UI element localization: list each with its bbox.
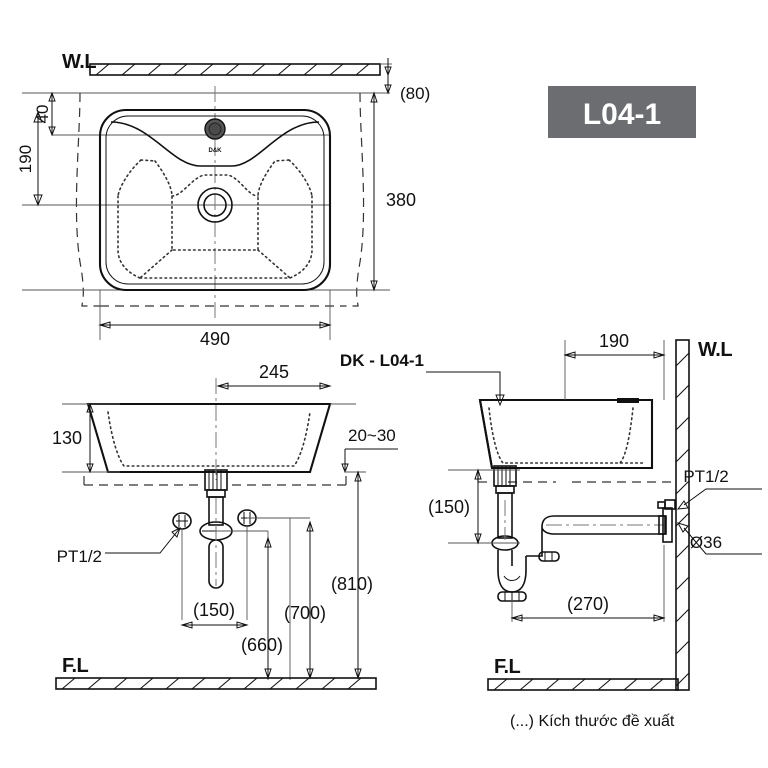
counter-line-front	[83, 472, 347, 486]
basin-inner-side	[488, 407, 646, 464]
basin-back-shelf-edge	[110, 121, 320, 167]
dim-660-label: (660)	[241, 635, 283, 655]
product-tag: L04-1	[548, 86, 696, 138]
dim-270-label: (270)	[567, 594, 609, 614]
drain-hole-plan	[197, 187, 233, 223]
product-tag-label: L04-1	[583, 98, 661, 131]
dim-80-label: (80)	[400, 84, 430, 103]
dim-700: (700)	[284, 517, 326, 680]
basin-inner-front	[107, 411, 311, 467]
dim-810-label: (810)	[331, 574, 373, 594]
basin-overflow-notch	[617, 398, 639, 403]
dim-245-label: 245	[259, 362, 289, 382]
fl-bar-left-hatching	[61, 677, 362, 690]
faucet-hole	[204, 118, 226, 140]
diameter-leader: Ø36	[676, 522, 762, 555]
wl-label-top: W.L	[62, 51, 96, 73]
basin-bowl-bottom-outline	[117, 159, 313, 279]
top-view: W.L	[16, 51, 430, 349]
front-elevation-view: PT1/2 245 130	[52, 362, 398, 690]
dim-490: 490	[98, 321, 332, 349]
wall-bar-hatching	[675, 352, 690, 687]
dim-80: (80)	[384, 58, 430, 103]
product-label-leader: DK - L04-1	[340, 351, 505, 407]
dim-20-30: 20~30	[341, 426, 398, 474]
dim-20-30-label: 20~30	[348, 426, 396, 445]
dim-190-side-label: 190	[599, 331, 629, 351]
pt-leader-front: PT1/2	[57, 527, 181, 566]
dim-190-plan: 190	[16, 110, 43, 207]
dim-245: 245	[216, 362, 332, 390]
top-view-wall-line: W.L	[62, 51, 381, 76]
fl-bar-right-hatching	[493, 678, 664, 691]
side-elevation-view: W.L F.L	[340, 331, 762, 691]
dim-810: (810)	[331, 470, 373, 680]
basin-body-front	[86, 402, 332, 474]
front-floor-line: F.L	[55, 655, 377, 690]
dim-490-label: 490	[200, 329, 230, 349]
fl-label-left: F.L	[62, 655, 89, 677]
fl-bar-right	[487, 678, 679, 691]
dim-190-side: 190	[563, 331, 666, 359]
basin-rim-inner	[105, 115, 325, 285]
basin-side-front-face	[478, 399, 494, 469]
fl-bar-left	[55, 677, 377, 690]
fl-label-right: F.L	[494, 656, 521, 678]
wall-bar-right	[675, 339, 690, 691]
counter-cutout-outline	[75, 92, 365, 307]
side-floor-line: F.L	[487, 656, 679, 691]
dim-150-side: (150)	[428, 468, 482, 545]
dim-150-front: (150)	[180, 600, 249, 629]
dim-130-label: 130	[52, 428, 82, 448]
basin-rim-outer	[98, 108, 332, 292]
product-label-text: DK - L04-1	[340, 351, 424, 370]
dim-660: (660)	[241, 536, 283, 680]
dim-380-label: 380	[386, 190, 416, 210]
dim-190-plan-label: 190	[16, 145, 35, 173]
footnote: (...) Kích thước đề xuất	[510, 713, 675, 730]
wl-label-right: W.L	[698, 339, 732, 361]
side-wall: W.L	[675, 339, 733, 691]
dim-270: (270)	[510, 594, 666, 622]
wl-bar	[89, 63, 381, 76]
dim-150-side-label: (150)	[428, 497, 470, 517]
trap-outlet-pipe	[526, 515, 667, 557]
product-tag-box	[548, 86, 696, 138]
side-extension-lines	[448, 340, 665, 622]
diameter-label: Ø36	[690, 533, 722, 552]
pt-label-front: PT1/2	[57, 547, 102, 566]
dim-130: 130	[52, 402, 94, 474]
dim-150-front-label: (150)	[193, 600, 235, 620]
dim-40-label: 40	[33, 105, 52, 124]
pt-leader-side: PT1/2	[676, 467, 762, 510]
dim-380: 380	[370, 91, 416, 292]
pt-label-side: PT1/2	[683, 467, 728, 486]
dim-700-label: (700)	[284, 603, 326, 623]
wl-bar-hatching	[95, 63, 370, 76]
brand-mark: D&K	[209, 148, 223, 154]
